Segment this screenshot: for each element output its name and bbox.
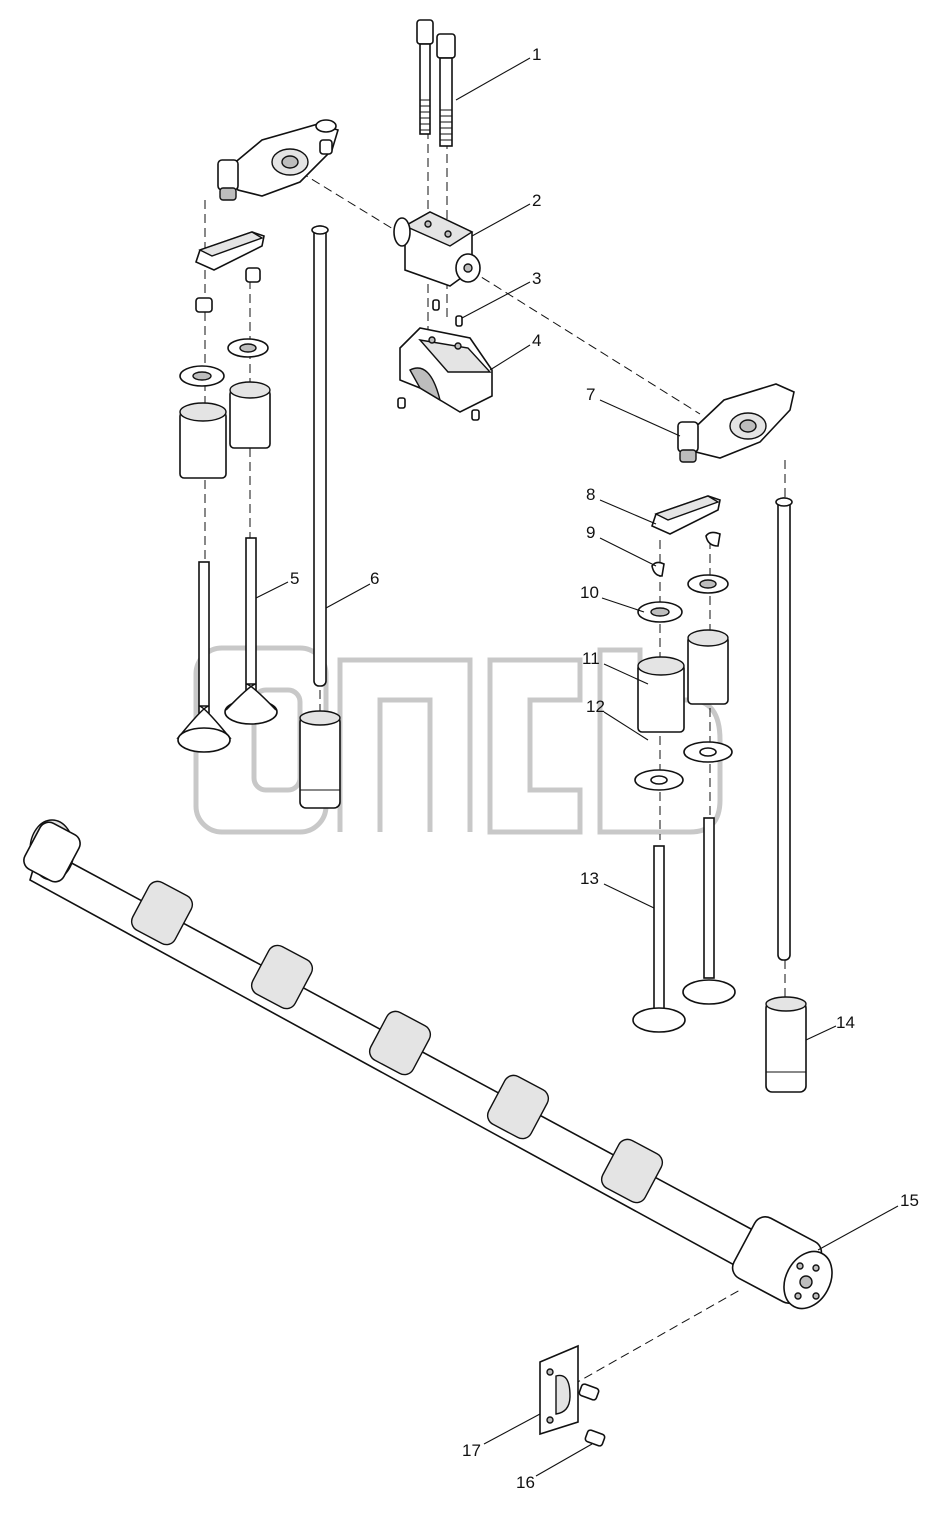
callout-16: 16 xyxy=(516,1473,535,1492)
callout-5: 5 xyxy=(290,569,299,588)
callout-labels: 1 2 3 4 5 6 7 8 9 10 11 12 13 14 15 16 1… xyxy=(290,45,919,1492)
valve-bridge-left xyxy=(195,231,265,313)
callout-1: 1 xyxy=(532,45,541,64)
dowel-pins xyxy=(432,299,463,327)
callout-9: 9 xyxy=(586,523,595,542)
callout-6: 6 xyxy=(370,569,379,588)
callout-12: 12 xyxy=(586,697,605,716)
valve-springs-right xyxy=(634,574,733,791)
tappet-right xyxy=(765,996,807,1093)
valve-bridge-right xyxy=(651,495,721,535)
rocker-arm-left xyxy=(217,119,339,201)
callout-14: 14 xyxy=(836,1013,855,1032)
bolts xyxy=(416,19,456,147)
callout-2: 2 xyxy=(532,191,541,210)
callout-4: 4 xyxy=(532,331,541,350)
rocker-support-block xyxy=(393,211,481,287)
callout-11: 11 xyxy=(582,649,600,668)
callout-8: 8 xyxy=(586,485,595,504)
thrust-plate xyxy=(539,1344,579,1436)
callout-13: 13 xyxy=(580,869,599,888)
callout-3: 3 xyxy=(532,269,541,288)
tappet-left xyxy=(299,710,341,809)
callout-7: 7 xyxy=(586,385,595,404)
rocker-arm-right xyxy=(677,383,795,463)
valve-springs-left xyxy=(179,338,271,479)
screws xyxy=(578,1383,606,1447)
camshaft xyxy=(23,819,833,1310)
pushrod-right xyxy=(775,497,793,961)
valves-right xyxy=(632,817,736,1033)
pushrod-left xyxy=(311,225,329,687)
valves-left xyxy=(176,537,278,753)
rocker-base-block xyxy=(397,327,493,421)
callout-17: 17 xyxy=(462,1441,481,1460)
callout-15: 15 xyxy=(900,1191,919,1210)
leader-lines xyxy=(255,57,899,1477)
callout-10: 10 xyxy=(580,583,599,602)
